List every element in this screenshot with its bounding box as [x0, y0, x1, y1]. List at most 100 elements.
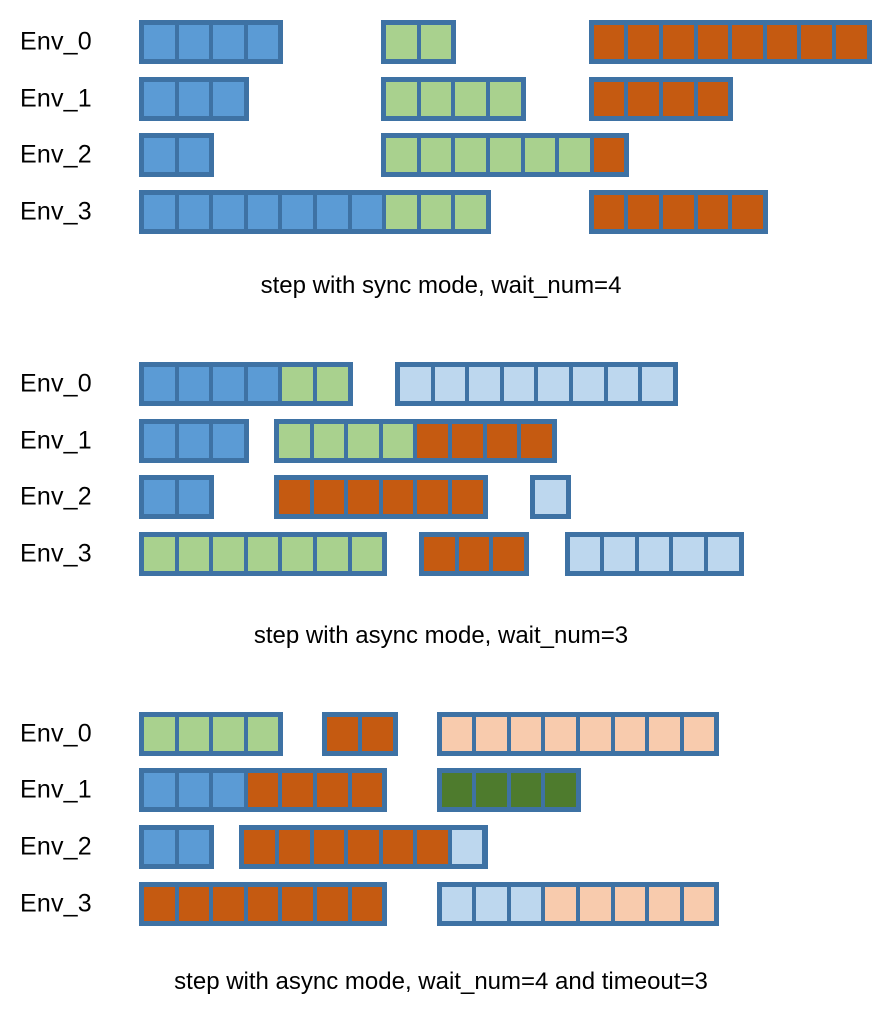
step-cell-green[interactable]	[420, 25, 452, 59]
step-cell-green[interactable]	[382, 424, 414, 458]
step-cell-green[interactable]	[420, 195, 452, 229]
step-cell-orange[interactable]	[451, 424, 483, 458]
step-cell-orange[interactable]	[835, 25, 867, 59]
step-group[interactable]	[381, 20, 457, 64]
step-cell-blue[interactable]	[144, 480, 175, 514]
step-cell-blue[interactable]	[144, 195, 175, 229]
step-cell-blue[interactable]	[178, 138, 210, 172]
step-cell-light-blue[interactable]	[476, 887, 507, 921]
step-cell-green[interactable]	[144, 717, 175, 751]
step-cell-light-blue[interactable]	[607, 367, 639, 401]
step-group[interactable]	[139, 768, 388, 812]
step-cell-green[interactable]	[282, 537, 313, 571]
step-cell-orange[interactable]	[144, 887, 175, 921]
step-cell-orange[interactable]	[282, 887, 313, 921]
step-cell-green[interactable]	[178, 717, 210, 751]
step-group[interactable]	[139, 475, 215, 519]
step-cell-blue[interactable]	[178, 82, 210, 116]
step-cell-orange[interactable]	[697, 25, 729, 59]
step-cell-green[interactable]	[386, 195, 417, 229]
step-cell-blue[interactable]	[144, 367, 175, 401]
step-cell-orange[interactable]	[278, 480, 310, 514]
step-cell-light-blue[interactable]	[538, 367, 569, 401]
step-cell-peach[interactable]	[683, 887, 715, 921]
step-cell-blue[interactable]	[316, 195, 348, 229]
step-cell-light-blue[interactable]	[642, 367, 673, 401]
step-cell-orange[interactable]	[244, 830, 275, 864]
step-cell-green[interactable]	[313, 424, 345, 458]
step-cell-orange[interactable]	[213, 887, 244, 921]
step-group[interactable]	[529, 475, 571, 519]
step-cell-green[interactable]	[348, 424, 379, 458]
step-cell-peach[interactable]	[510, 717, 542, 751]
step-cell-green[interactable]	[278, 424, 310, 458]
step-cell-orange[interactable]	[697, 82, 729, 116]
step-cell-orange[interactable]	[247, 887, 279, 921]
step-group[interactable]	[273, 419, 557, 463]
step-cell-blue[interactable]	[178, 480, 210, 514]
step-group[interactable]	[139, 712, 284, 756]
step-cell-orange[interactable]	[801, 25, 832, 59]
step-cell-orange[interactable]	[486, 424, 518, 458]
step-cell-light-blue[interactable]	[569, 537, 601, 571]
step-cell-blue[interactable]	[144, 138, 175, 172]
step-cell-orange[interactable]	[628, 195, 659, 229]
step-cell-green[interactable]	[455, 82, 486, 116]
step-group[interactable]	[564, 532, 744, 576]
step-cell-orange[interactable]	[697, 195, 729, 229]
step-cell-blue[interactable]	[247, 195, 279, 229]
step-cell-orange[interactable]	[382, 480, 414, 514]
step-cell-peach[interactable]	[614, 887, 646, 921]
step-cell-green[interactable]	[178, 537, 210, 571]
step-cell-orange[interactable]	[351, 773, 383, 807]
step-cell-orange[interactable]	[593, 25, 625, 59]
step-cell-light-blue[interactable]	[469, 367, 500, 401]
step-cell-orange[interactable]	[593, 82, 625, 116]
step-cell-peach[interactable]	[545, 887, 576, 921]
step-cell-blue[interactable]	[213, 773, 244, 807]
step-cell-blue[interactable]	[282, 195, 313, 229]
step-cell-orange[interactable]	[351, 887, 383, 921]
step-group[interactable]	[381, 133, 630, 177]
step-cell-blue[interactable]	[247, 25, 279, 59]
step-cell-orange[interactable]	[417, 480, 448, 514]
step-cell-blue[interactable]	[213, 195, 244, 229]
step-cell-blue[interactable]	[144, 830, 175, 864]
step-cell-dark-green[interactable]	[476, 773, 507, 807]
step-cell-peach[interactable]	[579, 717, 611, 751]
step-cell-orange[interactable]	[424, 537, 455, 571]
step-group[interactable]	[139, 20, 284, 64]
step-cell-blue[interactable]	[213, 25, 244, 59]
step-cell-green[interactable]	[524, 138, 556, 172]
step-cell-blue[interactable]	[144, 82, 175, 116]
step-cell-orange[interactable]	[732, 25, 763, 59]
step-cell-orange[interactable]	[451, 480, 483, 514]
step-cell-blue[interactable]	[213, 424, 244, 458]
step-cell-light-blue[interactable]	[441, 887, 473, 921]
step-cell-blue[interactable]	[213, 367, 244, 401]
step-cell-orange[interactable]	[628, 25, 659, 59]
step-cell-green[interactable]	[559, 138, 590, 172]
step-cell-green[interactable]	[247, 537, 279, 571]
step-cell-blue[interactable]	[178, 25, 210, 59]
step-cell-green[interactable]	[420, 82, 452, 116]
step-cell-green[interactable]	[386, 82, 417, 116]
step-cell-green[interactable]	[386, 138, 417, 172]
step-group[interactable]	[139, 419, 249, 463]
step-cell-orange[interactable]	[348, 830, 379, 864]
step-cell-light-blue[interactable]	[673, 537, 704, 571]
step-group[interactable]	[139, 882, 388, 926]
step-cell-green[interactable]	[213, 717, 244, 751]
step-cell-orange[interactable]	[327, 717, 358, 751]
step-cell-peach[interactable]	[441, 717, 473, 751]
step-group[interactable]	[436, 882, 720, 926]
step-cell-light-blue[interactable]	[604, 537, 635, 571]
step-cell-light-blue[interactable]	[638, 537, 670, 571]
step-cell-light-blue[interactable]	[510, 887, 542, 921]
step-cell-green[interactable]	[316, 367, 348, 401]
step-group[interactable]	[436, 768, 581, 812]
step-cell-peach[interactable]	[579, 887, 611, 921]
step-cell-orange[interactable]	[662, 195, 694, 229]
step-cell-blue[interactable]	[144, 424, 175, 458]
step-cell-orange[interactable]	[313, 830, 345, 864]
